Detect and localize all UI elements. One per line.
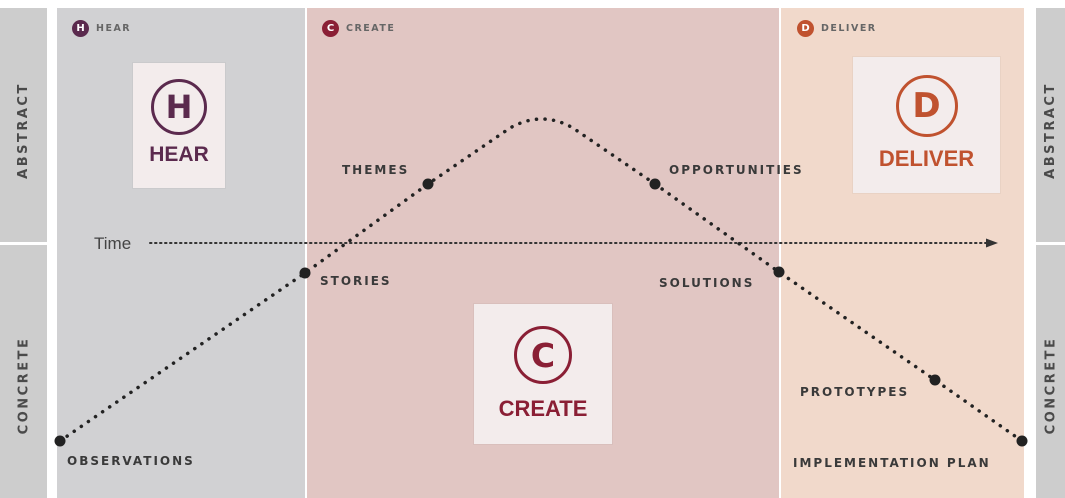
- stage-stories: STORIES: [320, 274, 392, 288]
- stage-solutions: SOLUTIONS: [659, 276, 755, 290]
- hear-circle-icon: H: [151, 79, 207, 135]
- opportunities-node: [649, 178, 661, 190]
- implementation-plan-node: [1016, 435, 1028, 447]
- left-axis-divider: [0, 242, 47, 245]
- hear-phase-header: H HEAR: [72, 20, 131, 37]
- hear-card: H HEAR: [133, 63, 225, 188]
- deliver-card: D DELIVER: [853, 57, 1000, 193]
- themes-node: [422, 178, 434, 190]
- create-card: C CREATE: [474, 304, 612, 444]
- stories-node: [299, 267, 311, 279]
- right-axis-divider: [1036, 242, 1065, 245]
- create-circle-icon: C: [514, 326, 572, 384]
- create-badge-icon: C: [322, 20, 339, 37]
- stage-implementation-plan: IMPLEMENTATION PLAN: [793, 456, 991, 470]
- stage-prototypes: PROTOTYPES: [800, 385, 910, 399]
- deliver-badge-icon: D: [797, 20, 814, 37]
- deliver-card-label: DELIVER: [878, 146, 975, 171]
- observations-node: [54, 435, 66, 447]
- stage-observations: OBSERVATIONS: [67, 454, 195, 468]
- prototypes-node: [929, 374, 941, 386]
- left-axis-band: [0, 8, 47, 498]
- hear-card-label: HEAR: [149, 143, 209, 166]
- stage-opportunities: OPPORTUNITIES: [669, 163, 804, 177]
- time-arrow-head: [986, 238, 998, 248]
- deliver-phase-header: D DELIVER: [797, 20, 877, 37]
- time-label: Time: [94, 234, 132, 253]
- right-axis-band: [1036, 8, 1065, 498]
- stage-themes: THEMES: [342, 163, 410, 177]
- create-phase-header: C CREATE: [322, 20, 395, 37]
- deliver-circle-icon: D: [895, 75, 958, 137]
- solutions-node: [773, 266, 785, 278]
- create-card-label: CREATE: [498, 396, 588, 421]
- hear-badge-icon: H: [72, 20, 89, 37]
